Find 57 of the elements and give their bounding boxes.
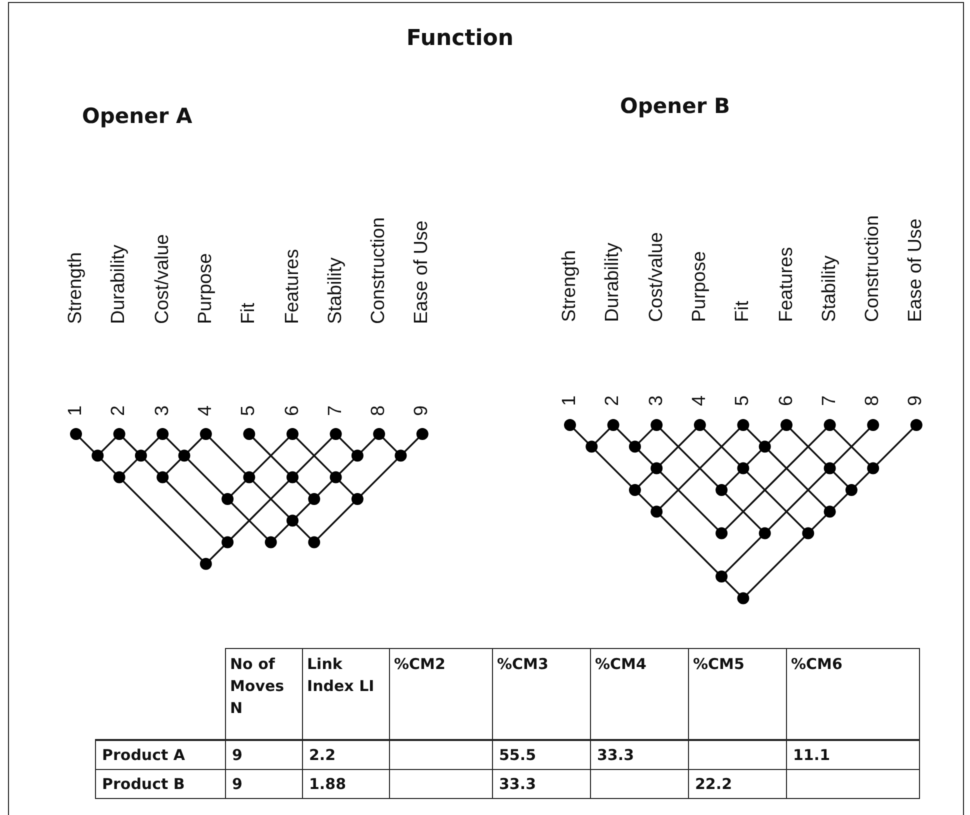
move-number: 7 [818, 395, 841, 406]
move-number: 2 [108, 405, 130, 416]
column-header: %CM4 [595, 654, 646, 675]
move-number: 5 [238, 405, 260, 416]
move-label: Strength [65, 252, 87, 324]
table-value: 1.88 [309, 774, 346, 795]
move-label: Stability [818, 255, 841, 322]
table-value: 11.1 [793, 745, 830, 766]
move-number: 8 [368, 405, 390, 416]
move-number: 9 [905, 395, 928, 406]
diagram-title: Function [405, 26, 515, 51]
move-number: 7 [324, 405, 347, 416]
move-number: 3 [152, 405, 174, 416]
move-label: Purpose [194, 253, 217, 324]
table-value: 9 [232, 774, 242, 795]
column-header: No of Moves N [230, 654, 286, 719]
table-value: 33.3 [597, 745, 634, 766]
move-number: 3 [646, 395, 668, 406]
column-header: %CM3 [497, 654, 548, 675]
move-label: Fit [238, 302, 260, 324]
move-label: Durability [602, 242, 624, 322]
table-value: 22.2 [695, 774, 732, 795]
move-label: Purpose [688, 251, 711, 322]
row-header: Product A [102, 745, 186, 766]
column-header: Link Index LI [307, 654, 376, 697]
move-label: Features [282, 249, 304, 324]
move-label: Stability [324, 257, 347, 324]
table-value: 2.2 [309, 745, 336, 766]
column-header: %CM6 [791, 654, 842, 675]
move-label: Cost/value [152, 234, 174, 324]
move-number: 4 [194, 405, 217, 416]
table-value: 9 [232, 745, 242, 766]
move-label: Fit [732, 300, 754, 322]
move-label: Features [776, 247, 798, 322]
move-number: 6 [282, 405, 304, 416]
table-value: 55.5 [499, 745, 536, 766]
column-header: %CM5 [693, 654, 744, 675]
move-number: 1 [65, 405, 87, 416]
move-number: 1 [559, 395, 581, 406]
table-value: 33.3 [499, 774, 536, 795]
move-number: 6 [776, 395, 798, 406]
linkograph-title: Opener B [620, 94, 730, 118]
linkograph-title: Opener A [82, 104, 192, 128]
move-label: Ease of Use [905, 218, 928, 322]
move-number: 2 [602, 395, 624, 406]
move-label: Construction [862, 215, 884, 322]
move-label: Construction [368, 217, 390, 324]
move-label: Durability [108, 244, 130, 324]
move-number: 8 [862, 395, 884, 406]
move-number: 4 [688, 395, 711, 406]
move-label: Cost/value [646, 232, 668, 322]
move-label: Strength [559, 250, 581, 322]
move-number: 5 [732, 395, 754, 406]
move-label: Ease of Use [411, 220, 434, 324]
row-header: Product B [102, 774, 185, 795]
move-number: 9 [411, 405, 434, 416]
column-header: %CM2 [394, 654, 446, 675]
